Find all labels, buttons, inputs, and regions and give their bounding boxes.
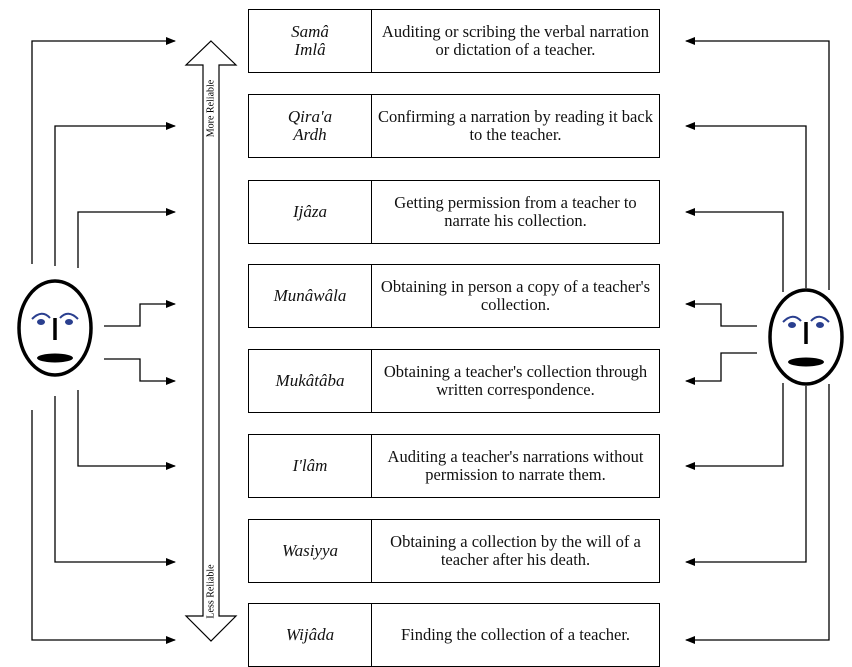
reliability-axis-arrow (184, 40, 238, 642)
method-description: Auditing or scribing the verbal narratio… (381, 22, 650, 59)
method-description: Obtaining a collection by the will of a … (390, 532, 641, 569)
method-name-line: Mukâtâba (275, 371, 345, 390)
less-reliable-label: Less Reliable (205, 564, 217, 619)
method-row: I'lâm Auditing a teacher's narrations wit… (248, 434, 660, 498)
method-name-line: Wasiyya (281, 541, 339, 560)
method-name-line: Ijâza (293, 202, 327, 221)
method-name-line: Munâwâla (273, 286, 347, 305)
method-description: Auditing a teacher's narrations without … (387, 447, 644, 484)
method-name-line: Ardh (293, 125, 327, 144)
connector-arrow (685, 208, 784, 292)
connector-arrow (685, 384, 830, 644)
connector-arrow (685, 300, 757, 327)
connector-arrow (104, 300, 176, 327)
connector-arrow (31, 37, 176, 264)
method-name-line: I'lâm (292, 456, 328, 475)
connector-arrow (685, 37, 830, 290)
method-name: Wijâda (249, 604, 372, 666)
right-face-icon (768, 288, 844, 386)
method-row: Mukâtâba Obtaining a teacher's collection… (248, 349, 660, 413)
connector-arrow (685, 122, 807, 288)
connector-arrow (54, 396, 176, 566)
method-description: Finding the collection of a teacher. (400, 625, 631, 644)
method-name: Wasiyya (249, 520, 372, 582)
method-description: Obtaining a teacher's collection through… (383, 362, 648, 399)
method-description: Confirming a narration by reading it bac… (378, 107, 653, 144)
method-name: Mukâtâba (249, 350, 372, 412)
method-row: Wijâda Finding the collection of a teache… (248, 603, 660, 667)
connector-arrow (685, 386, 807, 566)
connector-arrow (685, 352, 757, 385)
connector-arrow (104, 358, 176, 385)
connector-arrow (685, 383, 784, 470)
connector-arrow (77, 390, 176, 470)
method-row: Wasiyya Obtaining a collection by the wil… (248, 519, 660, 583)
connector-arrow (54, 122, 176, 266)
method-name-line: Imlâ (294, 40, 326, 59)
method-name: I'lâm (249, 435, 372, 497)
method-name: Munâwâla (249, 265, 372, 327)
method-description: Getting permission from a teacher to nar… (394, 193, 637, 230)
method-name: Ijâza (249, 181, 372, 243)
method-row: Munâwâla Obtaining in person a copy of a … (248, 264, 660, 328)
method-name-line: Wijâda (285, 625, 335, 644)
left-face-icon (17, 279, 93, 377)
connector-arrow (77, 208, 176, 268)
connector-arrow (31, 410, 176, 644)
method-description: Obtaining in person a copy of a teacher'… (380, 277, 651, 314)
more-reliable-label: More Reliable (205, 79, 217, 138)
method-name-line: Samâ (291, 22, 329, 41)
method-row: Ijâza Getting permission from a teacher t… (248, 180, 660, 244)
method-name-line: Qira'a (287, 107, 333, 126)
